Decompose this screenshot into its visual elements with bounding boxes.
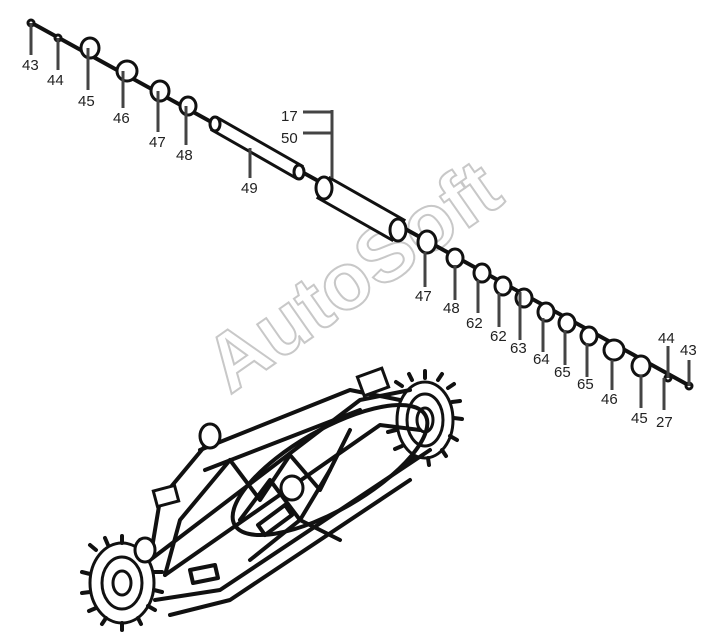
bearing-65-a <box>557 312 577 334</box>
callout-17: 17 <box>281 108 298 125</box>
ring-47-left <box>149 79 171 103</box>
bushing-46-right <box>602 338 626 362</box>
nut-45-right <box>630 354 652 378</box>
shim-63 <box>514 287 534 309</box>
washer-48-right <box>445 247 465 269</box>
callout-46-left: 46 <box>113 110 130 127</box>
sleeve-tube <box>314 175 408 243</box>
callout-50: 50 <box>281 130 298 147</box>
axle-frame-assembly <box>80 366 464 632</box>
seal-62-a <box>472 262 492 284</box>
callout-44-left: 44 <box>47 72 64 89</box>
callout-62-b: 62 <box>490 328 507 345</box>
callout-65-a: 65 <box>554 364 571 381</box>
bearing-65-b <box>579 325 599 347</box>
callout-48-right: 48 <box>443 300 460 317</box>
callout-46-right: 46 <box>601 391 618 408</box>
shim-64 <box>536 301 556 323</box>
callout-43-right: 43 <box>680 342 697 359</box>
pin-49 <box>208 115 306 181</box>
callout-43-left: 43 <box>22 57 39 74</box>
callout-47-right: 47 <box>415 288 432 305</box>
callout-65-b: 65 <box>577 376 594 393</box>
callout-49: 49 <box>241 180 258 197</box>
bushing-46-left <box>115 59 139 83</box>
left-hub-sprocket <box>80 534 164 632</box>
watermark-text: AutoSoft <box>189 142 517 409</box>
nut-45-left <box>79 36 101 60</box>
callout-63: 63 <box>510 340 527 357</box>
callout-62-a: 62 <box>466 315 483 332</box>
leader-lines <box>29 23 691 410</box>
callout-45-right: 45 <box>631 410 648 427</box>
seal-62-b <box>493 275 513 297</box>
callout-27: 27 <box>656 414 673 431</box>
callout-48-left: 48 <box>176 147 193 164</box>
callout-45-left: 45 <box>78 93 95 110</box>
washer-48-left <box>178 95 198 117</box>
callout-44-right: 44 <box>658 330 675 347</box>
callout-47-left: 47 <box>149 134 166 151</box>
ring-47-right <box>416 229 438 255</box>
callout-64: 64 <box>533 351 550 368</box>
